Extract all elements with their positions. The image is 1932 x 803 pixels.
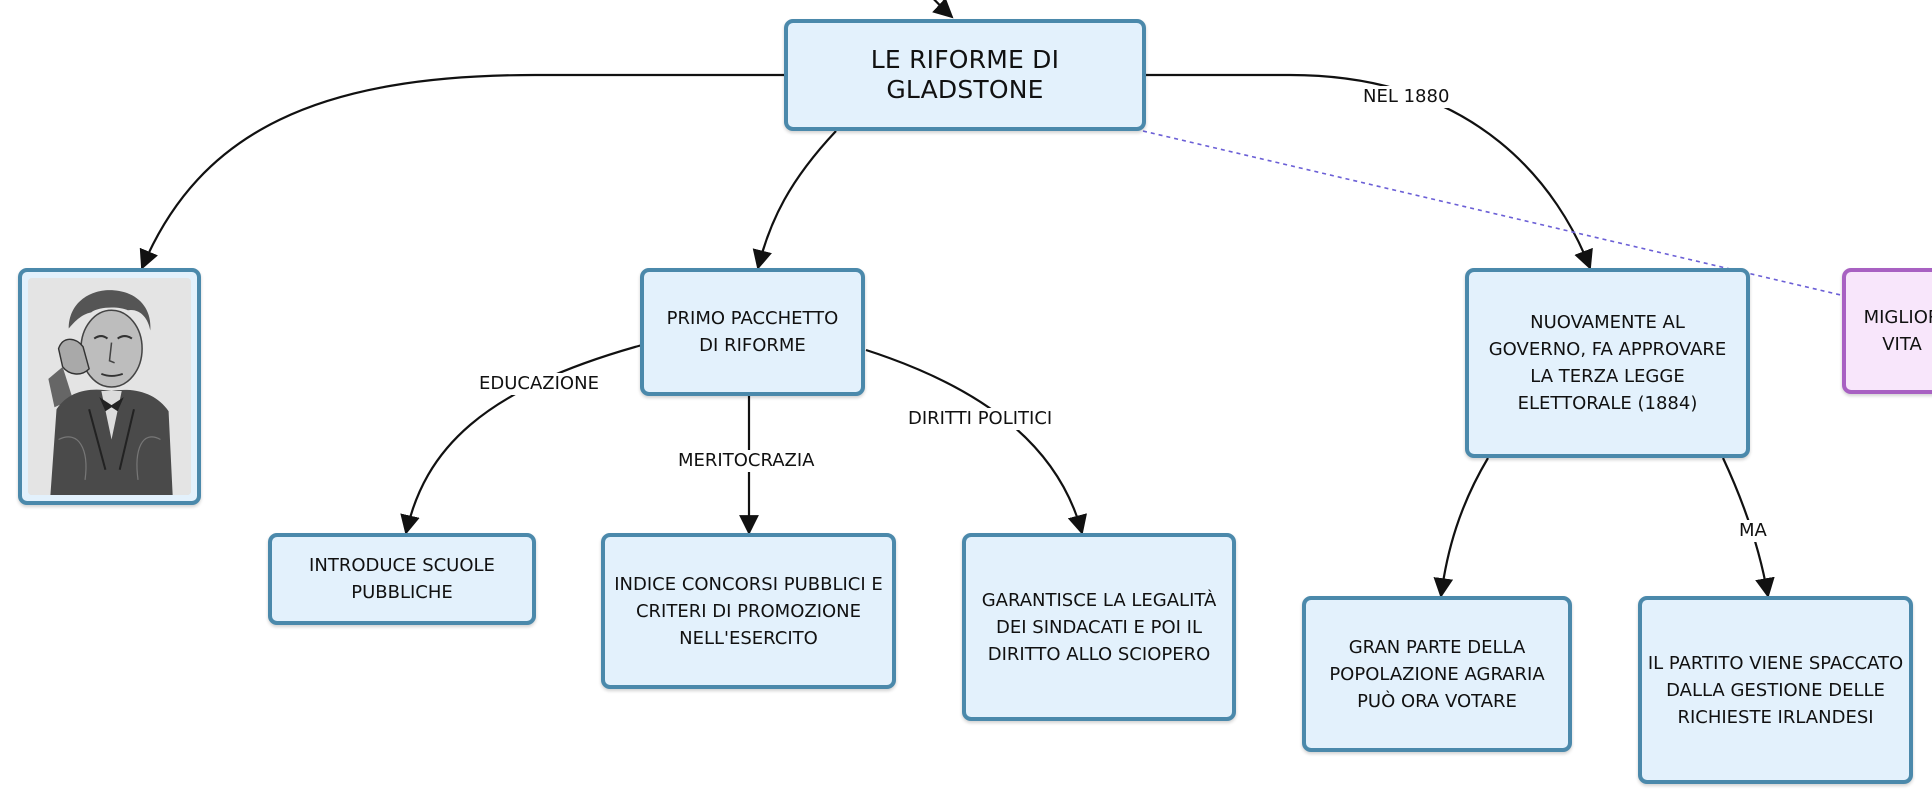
node-miglior-vita-text: MIGLIOR VITA [1863,307,1932,355]
node-main-title[interactable]: LE RIFORME DI GLADSTONE [784,19,1146,131]
node-indice-concorsi[interactable]: INDICE CONCORSI PUBBLICI E CRITERI DI PR… [601,533,896,689]
node-portrait[interactable] [18,268,201,505]
node-primo-pacchetto[interactable]: PRIMO PACCHETTO DI RIFORME [640,268,865,396]
edge-main-portrait [139,73,784,270]
portrait-engraving [28,278,191,495]
node-garantisce-sindacati[interactable]: GARANTISCE LA LEGALITÀ DEI SINDACATI E P… [962,533,1236,721]
portrait-image [28,278,191,495]
edge-primo-sindacati [865,348,1087,535]
edge-label-nel-1880: NEL 1880 [1362,86,1451,108]
node-miglior-vita[interactable]: MIGLIOR VITA [1842,268,1932,394]
edge-label-ma: MA [1738,520,1768,542]
node-gran-parte-agraria[interactable]: GRAN PARTE DELLA POPOLAZIONE AGRARIA PUÒ… [1302,596,1572,752]
node-partito-spaccato[interactable]: IL PARTITO VIENE SPACCATO DALLA GESTIONE… [1638,596,1913,784]
edge-incoming-main [932,0,954,19]
node-nuovamente-governo[interactable]: NUOVAMENTE AL GOVERNO, FA APPROVARE LA T… [1465,268,1750,458]
edge-label-diritti-politici: DIRITTI POLITICI [907,408,1054,430]
edge-governo-agraria [1433,457,1489,598]
edge-main-primo [752,130,837,270]
edge-label-meritocrazia: MERITOCRAZIA [677,450,816,472]
edge-primo-scuole [400,343,643,535]
edge-label-educazione: EDUCAZIONE [478,373,600,395]
node-introduce-scuole[interactable]: INTRODUCE SCUOLE PUBBLICHE [268,533,536,625]
